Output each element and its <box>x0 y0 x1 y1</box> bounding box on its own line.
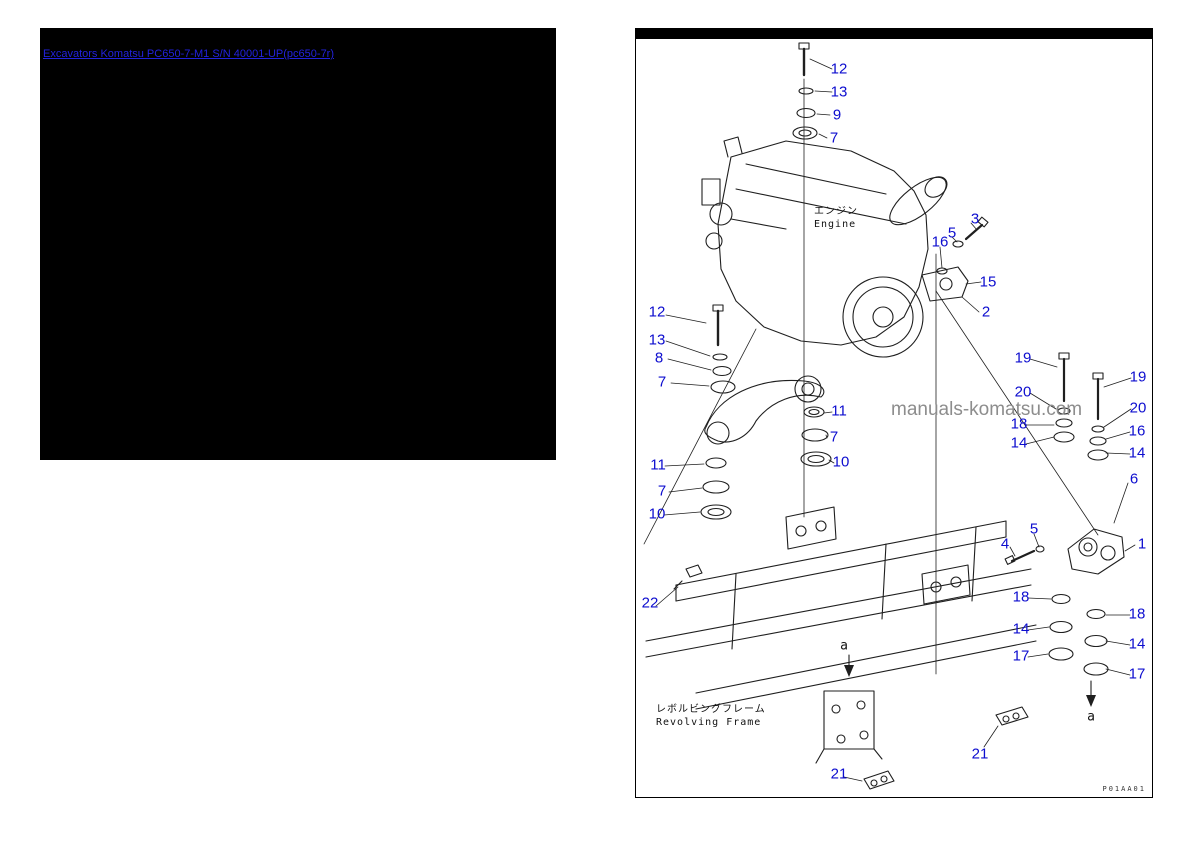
engine-label-en: Engine <box>814 219 857 230</box>
engine-label: エンジン Engine <box>814 205 858 231</box>
engine-mount-diagram-drawing <box>643 42 1136 790</box>
diagram-top-bar <box>636 29 1152 39</box>
revolving-frame-label: レボルビングフレーム Revolving Frame <box>656 703 766 729</box>
catalog-link[interactable]: Excavators Komatsu PC650-7-M1 S/N 40001-… <box>43 48 335 60</box>
engine-label-jp: エンジン <box>814 206 858 217</box>
parts-diagram-panel: エンジン Engine レボルビングフレーム Revolving Frame m… <box>635 28 1153 798</box>
frame-label-jp: レボルビングフレーム <box>656 704 766 715</box>
page-code: P01AA01 <box>1102 785 1146 793</box>
frame-label-en: Revolving Frame <box>656 717 762 728</box>
watermark: manuals-komatsu.com <box>891 399 1083 420</box>
left-black-panel: Excavators Komatsu PC650-7-M1 S/N 40001-… <box>40 28 556 460</box>
